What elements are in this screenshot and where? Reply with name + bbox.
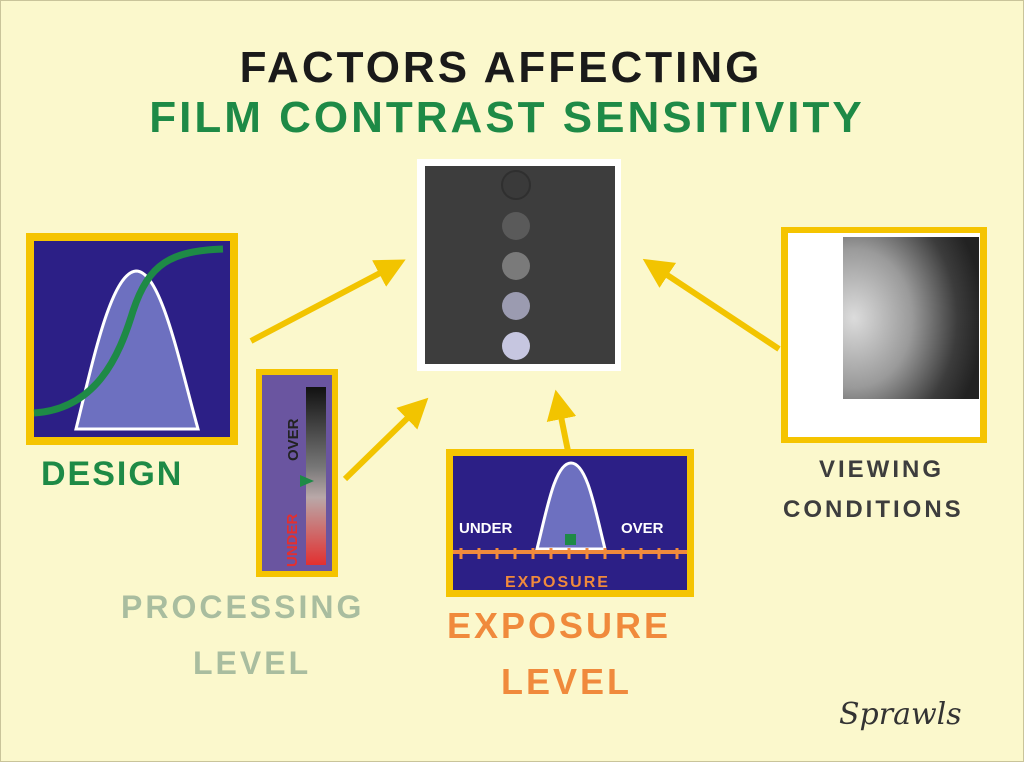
arrow-processing — [342, 397, 429, 482]
viewing-panel — [781, 227, 987, 443]
exposure-axis-label: EXPOSURE — [505, 574, 610, 591]
processing-label-line-2: LEVEL — [193, 645, 312, 681]
exposure-marker — [565, 534, 576, 545]
arrow-design — [249, 259, 406, 344]
processing-under-label: UNDER — [284, 513, 301, 567]
viewing-label-line-2: CONDITIONS — [783, 496, 964, 523]
contrast-dot-4 — [502, 292, 530, 320]
contrast-dot-1 — [501, 170, 531, 200]
processing-over-label: OVER — [285, 418, 302, 461]
author-signature: Sprawls — [839, 697, 962, 732]
title-line-1: FACTORS AFFECTING — [239, 43, 763, 92]
contrast-dot-3 — [502, 252, 530, 280]
exposure-panel: UNDER OVER EXPOSURE — [446, 449, 694, 597]
processing-marker-icon — [300, 475, 314, 487]
contrast-dot-2 — [502, 212, 530, 240]
processing-label-line-1: PROCESSING — [121, 589, 365, 625]
exposure-bell-curve — [535, 461, 607, 551]
arrow-viewing — [642, 258, 781, 352]
design-label: DESIGN — [41, 455, 184, 493]
title-line-2: FILM CONTRAST SENSITIVITY — [149, 93, 865, 142]
processing-gradient-bar — [306, 387, 326, 565]
processing-panel: OVER UNDER — [256, 369, 338, 577]
test-film-image — [417, 159, 621, 371]
arrows — [249, 258, 781, 482]
design-bell-curve — [74, 269, 200, 431]
mammogram-image — [843, 237, 979, 399]
exposure-under-label: UNDER — [459, 520, 513, 537]
arrow-exposure — [546, 389, 577, 457]
viewing-label-line-1: VIEWING — [819, 456, 945, 483]
exposure-over-label: OVER — [621, 520, 664, 537]
contrast-dot-5 — [502, 332, 530, 360]
exposure-label-line-2: LEVEL — [501, 661, 633, 702]
design-characteristic-curve — [33, 245, 224, 417]
design-panel — [26, 233, 238, 445]
exposure-axis-ticks — [459, 548, 679, 559]
exposure-label-line-1: EXPOSURE — [447, 605, 672, 646]
